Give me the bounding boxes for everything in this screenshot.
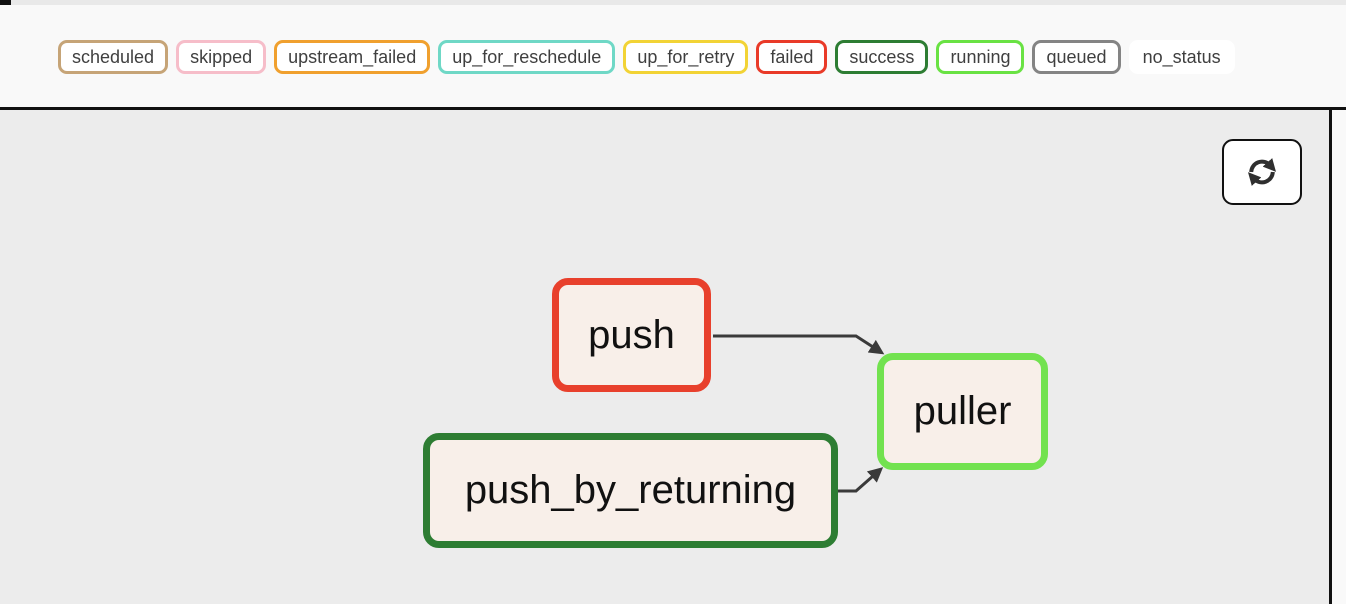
legend-badge-up_for_retry: up_for_retry xyxy=(623,39,749,74)
top-strip-fragment xyxy=(0,0,11,5)
top-strip xyxy=(0,0,1346,5)
panel-right-border xyxy=(1329,110,1332,604)
panel-right-gutter xyxy=(1332,110,1346,604)
dag-graph-panel: push push_by_returning puller xyxy=(0,110,1346,604)
task-node-push[interactable]: push xyxy=(552,278,711,392)
legend-badge-up_for_reschedule: up_for_reschedule xyxy=(438,39,616,74)
refresh-icon xyxy=(1247,158,1277,186)
refresh-button[interactable] xyxy=(1222,139,1302,205)
legend-badge-skipped: skipped xyxy=(176,39,267,74)
task-node-puller[interactable]: puller xyxy=(877,353,1048,470)
legend-badge-failed: failed xyxy=(756,39,828,74)
legend-badge-scheduled: scheduled xyxy=(58,39,169,74)
edge-push_by_returning-to-puller xyxy=(838,467,884,493)
panel-top-border xyxy=(0,107,1346,110)
legend-badge-running: running xyxy=(936,39,1025,74)
edge-push-to-puller xyxy=(713,334,885,355)
legend-badge-no_status: no_status xyxy=(1128,39,1235,74)
legend-badge-success: success xyxy=(835,39,929,74)
legend-badge-upstream_failed: upstream_failed xyxy=(274,39,431,74)
legend-badge-queued: queued xyxy=(1032,39,1121,74)
task-node-push_by_returning[interactable]: push_by_returning xyxy=(423,433,838,548)
